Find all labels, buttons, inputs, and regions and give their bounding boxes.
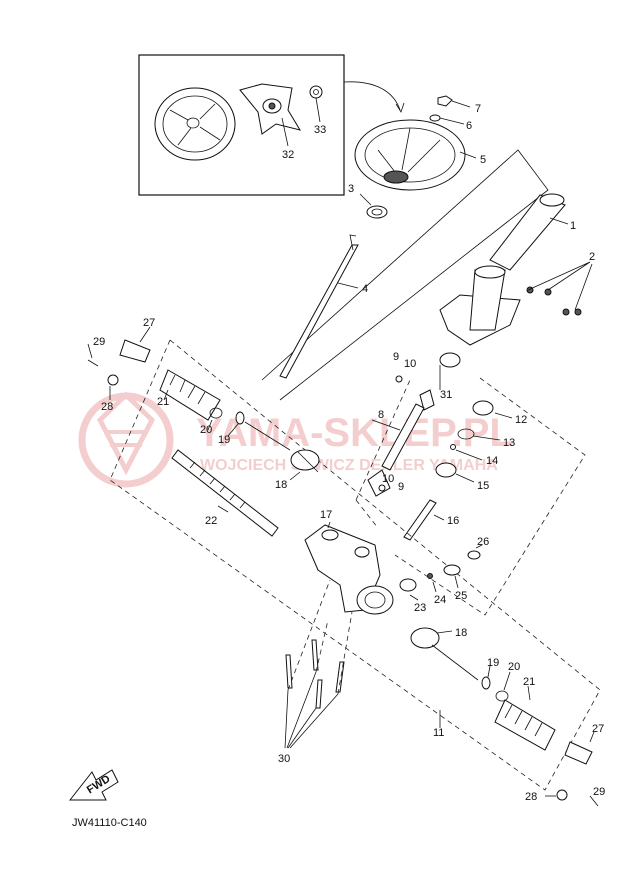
callout-29-left: 29 — [93, 336, 105, 348]
callout-22: 22 — [205, 515, 217, 527]
callout-28-left: 28 — [101, 401, 113, 413]
callout-12: 12 — [515, 414, 527, 426]
callout-labels: 1 2 3 4 5 6 7 8 9 9 10 10 11 12 13 14 15… — [93, 103, 605, 803]
steering-wheel — [354, 119, 466, 191]
callout-18-left: 18 — [275, 479, 287, 491]
callout-32: 32 — [282, 149, 294, 161]
callout-30: 30 — [278, 753, 290, 765]
steering-column-outline — [261, 149, 549, 401]
yamaha-logo-watermark — [78, 391, 174, 488]
callout-19-right: 19 — [487, 657, 499, 669]
callout-28-right: 28 — [525, 791, 537, 803]
column-bracket — [439, 265, 582, 346]
callout-21-right: 21 — [523, 676, 535, 688]
callout-9-upper: 9 — [393, 351, 399, 363]
callout-9-lower: 9 — [398, 481, 404, 493]
right-tie-rod-group — [410, 627, 599, 807]
callout-16: 16 — [447, 515, 459, 527]
callout-27-right: 27 — [592, 723, 604, 735]
callout-3: 3 — [348, 183, 354, 195]
callout-25: 25 — [455, 590, 467, 602]
steering-gearbox — [304, 524, 481, 615]
callout-31: 31 — [440, 389, 452, 401]
watermark-line2: WOJCIECH SOWICZ DEALER YAMAHA — [200, 457, 498, 474]
callout-11: 11 — [433, 727, 444, 739]
callout-27-left: 27 — [143, 317, 155, 329]
callout-23: 23 — [414, 602, 426, 614]
column-tube-1 — [489, 193, 566, 271]
callout-13: 13 — [503, 437, 515, 449]
callout-15: 15 — [477, 480, 489, 492]
callout-6: 6 — [466, 120, 472, 132]
callout-2: 2 — [589, 251, 595, 263]
callout-8: 8 — [378, 409, 384, 421]
callout-1: 1 — [570, 220, 576, 232]
callout-20-left: 20 — [200, 424, 212, 436]
nut-7 — [437, 95, 453, 107]
left-tie-rod-group — [87, 339, 320, 473]
forward-arrow-icon: FWD — [68, 769, 119, 801]
pinion-group-box — [394, 377, 586, 616]
callout-21-left: 21 — [157, 396, 169, 408]
callout-5: 5 — [480, 154, 486, 166]
bushing-3 — [366, 205, 388, 219]
callout-7: 7 — [475, 103, 481, 115]
callout-10-lower: 10 — [382, 473, 394, 485]
callout-20-right: 20 — [508, 661, 520, 673]
callout-33: 33 — [314, 124, 326, 136]
callout-19-left: 19 — [218, 434, 230, 446]
callout-17: 17 — [320, 509, 332, 521]
universal-joint — [367, 352, 461, 497]
callout-26: 26 — [477, 536, 489, 548]
callout-10-upper: 10 — [404, 358, 416, 370]
dealer-watermark: YAMA-SKLEP.PL WOJCIECH SOWICZ DEALER YAM… — [78, 391, 514, 488]
rack-bar-22 — [171, 449, 279, 537]
mounting-bolts-30 — [285, 639, 345, 709]
callout-4: 4 — [362, 283, 368, 295]
diagram-code: JW41110-C140 — [72, 817, 147, 829]
callout-29-right: 29 — [593, 786, 605, 798]
steering-shaft-4 — [279, 234, 359, 379]
washer-6 — [429, 114, 441, 122]
callout-24: 24 — [434, 594, 446, 606]
callout-18-right: 18 — [455, 627, 467, 639]
callout-14: 14 — [486, 455, 498, 467]
steering-wheel-inset — [138, 54, 405, 196]
watermark-line1: YAMA-SKLEP.PL — [196, 411, 514, 455]
